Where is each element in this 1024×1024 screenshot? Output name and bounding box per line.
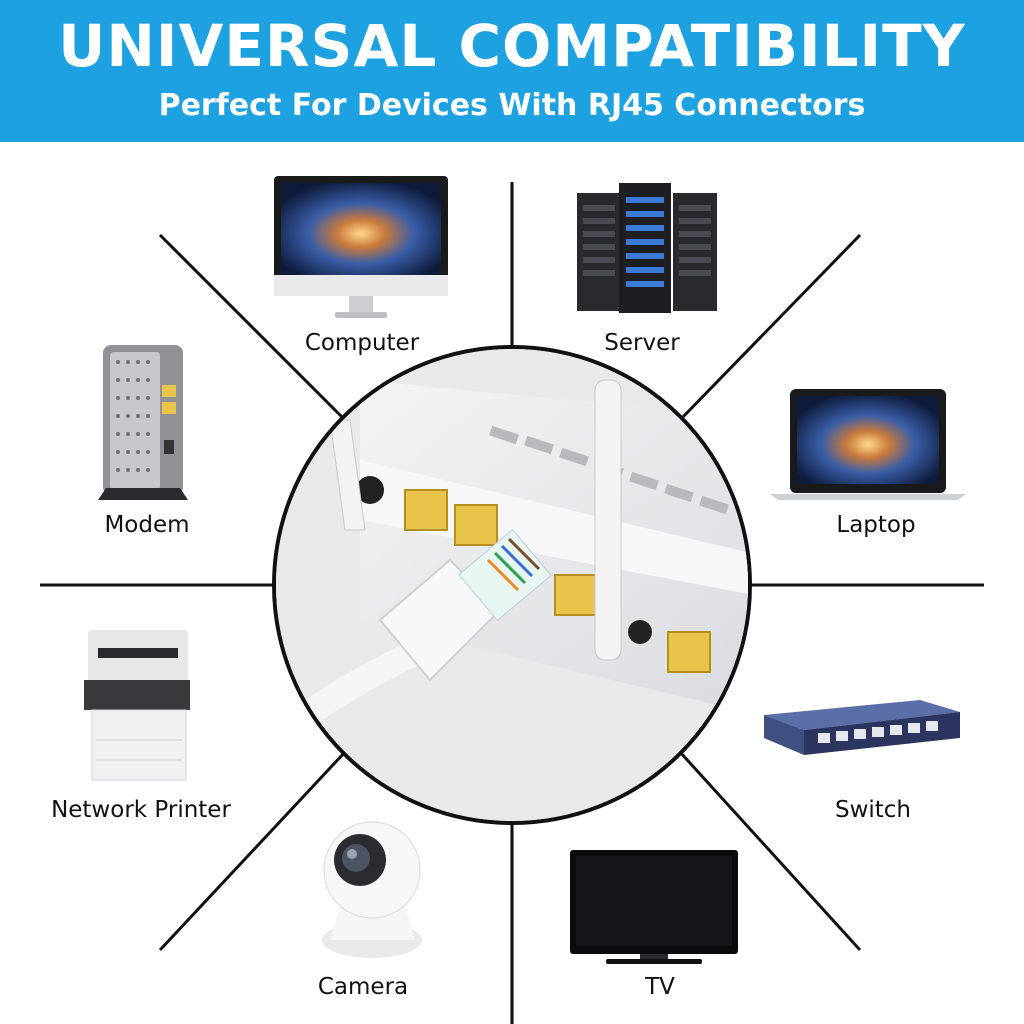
tv-icon <box>570 850 738 964</box>
laptop-icon <box>770 389 966 500</box>
device-label-tv: TV <box>645 974 675 1000</box>
device-label-camera: Camera <box>317 974 409 1000</box>
device-label-modem: Modem <box>104 512 190 538</box>
computer-monitor-icon <box>274 176 448 318</box>
device-label-network-printer: Network Printer <box>51 797 231 823</box>
page-subtitle: Perfect For Devices With RJ45 Connectors <box>158 88 866 123</box>
device-label-laptop: Laptop <box>836 512 916 538</box>
modem-icon <box>98 345 188 500</box>
page-title: UNIVERSAL COMPATIBILITY <box>58 12 966 80</box>
security-camera-icon <box>322 821 422 958</box>
printer-icon <box>84 630 190 781</box>
device-label-computer: Computer <box>304 330 420 356</box>
server-rack-icon <box>577 183 717 313</box>
device-label-switch: Switch <box>834 797 912 823</box>
router-image <box>272 345 752 825</box>
device-label-server: Server <box>604 330 680 356</box>
divider-lines <box>40 182 984 1024</box>
network-switch-icon <box>764 700 960 755</box>
header-banner: UNIVERSAL COMPATIBILITY Perfect For Devi… <box>0 0 1024 142</box>
